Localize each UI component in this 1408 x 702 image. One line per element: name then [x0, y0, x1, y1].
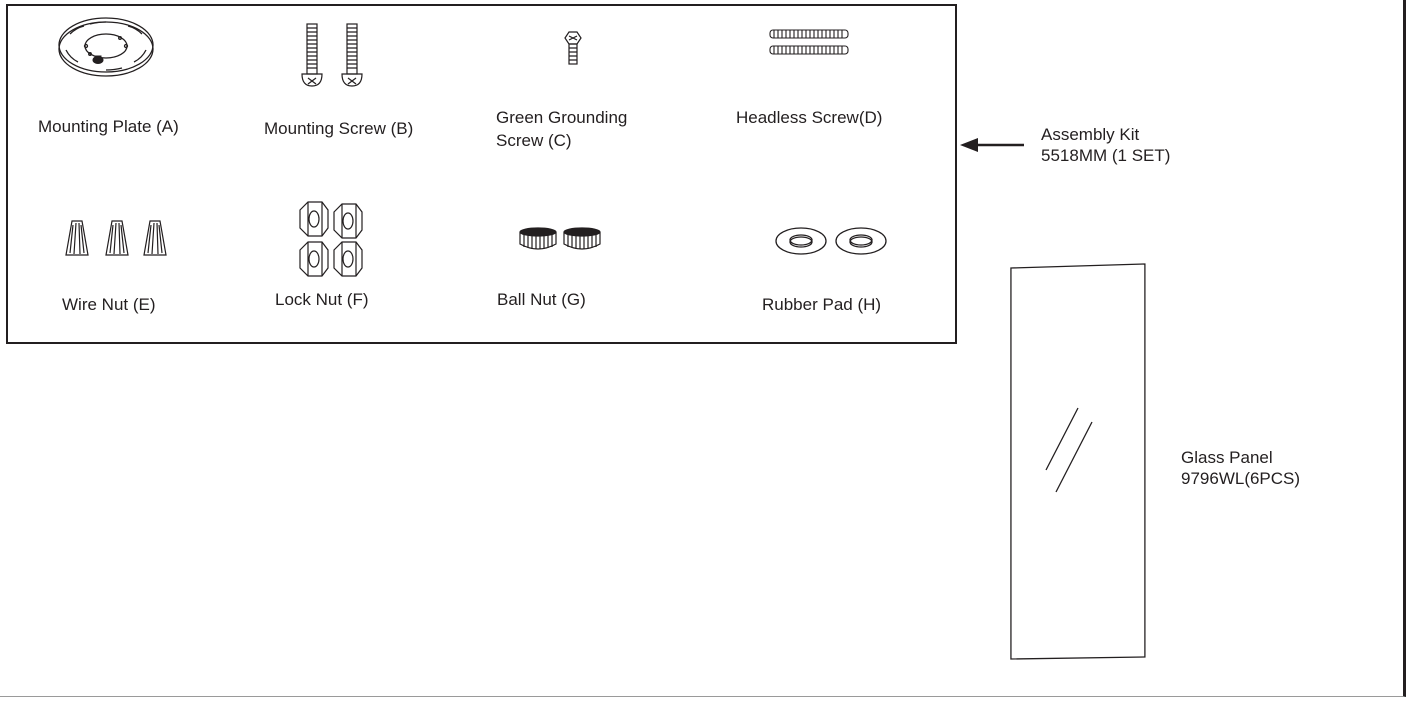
- grounding-screw-icon: [564, 31, 582, 65]
- assembly-kit-label-line1: Assembly Kit: [1041, 125, 1140, 144]
- headless-screw-icon: [769, 29, 849, 55]
- lock-nut-icon: [299, 201, 363, 277]
- part-label-c-line1: Green Grounding: [496, 108, 628, 127]
- part-label-c-line2: Screw (C): [496, 131, 572, 150]
- assembly-kit-label-line2: 5518MM (1 SET): [1041, 146, 1171, 165]
- part-label-b: Mounting Screw (B): [264, 119, 414, 138]
- wire-nut-icon: [65, 220, 167, 256]
- part-label-f: Lock Nut (F): [275, 290, 369, 309]
- mounting-plate-icon: [58, 17, 154, 77]
- part-label-h: Rubber Pad (H): [762, 295, 882, 314]
- part-label-e: Wire Nut (E): [62, 295, 156, 314]
- ball-nut-icon: [519, 227, 601, 250]
- glass-panel-label-line2: 9796WL(6PCS): [1181, 469, 1301, 488]
- rubber-pad-icon: [775, 227, 887, 255]
- part-label-d: Headless Screw(D): [736, 108, 883, 127]
- glass-panel-icon: [1010, 263, 1146, 660]
- part-label-a: Mounting Plate (A): [38, 117, 179, 136]
- assembly-kit-arrow-icon: [960, 138, 1024, 152]
- mounting-screw-icon: [301, 23, 363, 87]
- assembly-kit-box: [6, 4, 957, 344]
- glass-panel-label-line1: Glass Panel: [1181, 448, 1273, 467]
- part-label-g: Ball Nut (G): [497, 290, 586, 309]
